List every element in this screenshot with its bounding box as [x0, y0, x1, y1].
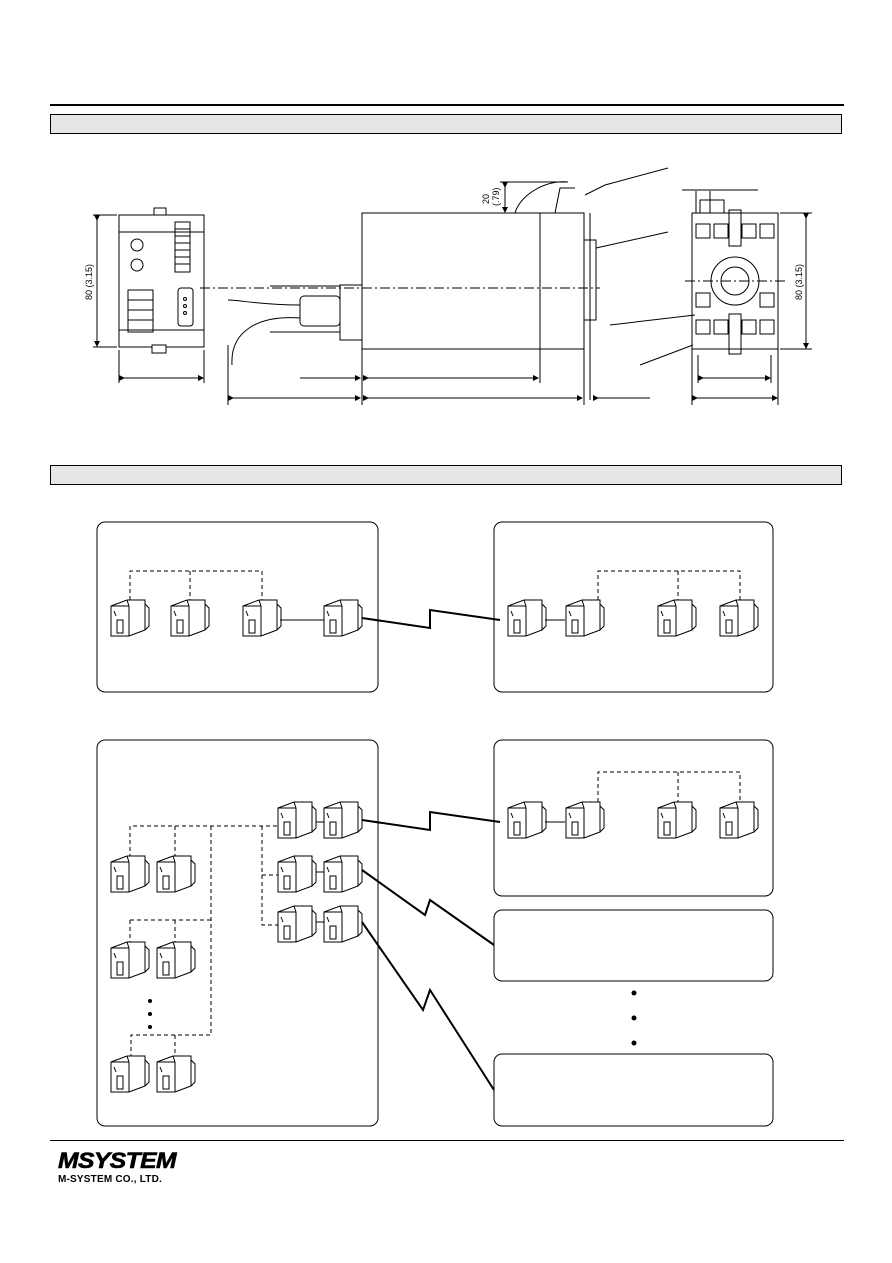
- company-logo: MSYSTEM M-SYSTEM CO., LTD.: [58, 1149, 177, 1185]
- logo-wordmark: MSYSTEM: [58, 1148, 177, 1173]
- panel-bottom-left: [96, 739, 379, 1127]
- footer-rule: [50, 1140, 844, 1141]
- front-height-label: 80 (3.15): [84, 264, 94, 300]
- panel-bottom-right-2: [493, 909, 774, 982]
- section-bar-system-configuration: [50, 465, 842, 485]
- company-name: M-SYSTEM CO., LTD.: [58, 1174, 162, 1185]
- panel-top-left: [96, 521, 379, 693]
- clearance-inch-label: (.79): [491, 187, 501, 206]
- side-view: [200, 167, 669, 405]
- socket-view: [609, 189, 812, 405]
- dimension-drawing: 80 (3.15) 80 (3.15) 20 (.79): [84, 167, 812, 405]
- header-rule-thick: [50, 104, 844, 106]
- panel-top-right: [493, 521, 774, 693]
- front-view: [93, 207, 205, 383]
- modules: [110, 599, 759, 1093]
- panel-bottom-right-3: [493, 1053, 774, 1127]
- socket-height-label: 80 (3.15): [794, 264, 804, 300]
- panel-bottom-right-1: [493, 739, 774, 897]
- section-bar-dimensions: [50, 114, 842, 134]
- clearance-label: 20: [481, 194, 491, 204]
